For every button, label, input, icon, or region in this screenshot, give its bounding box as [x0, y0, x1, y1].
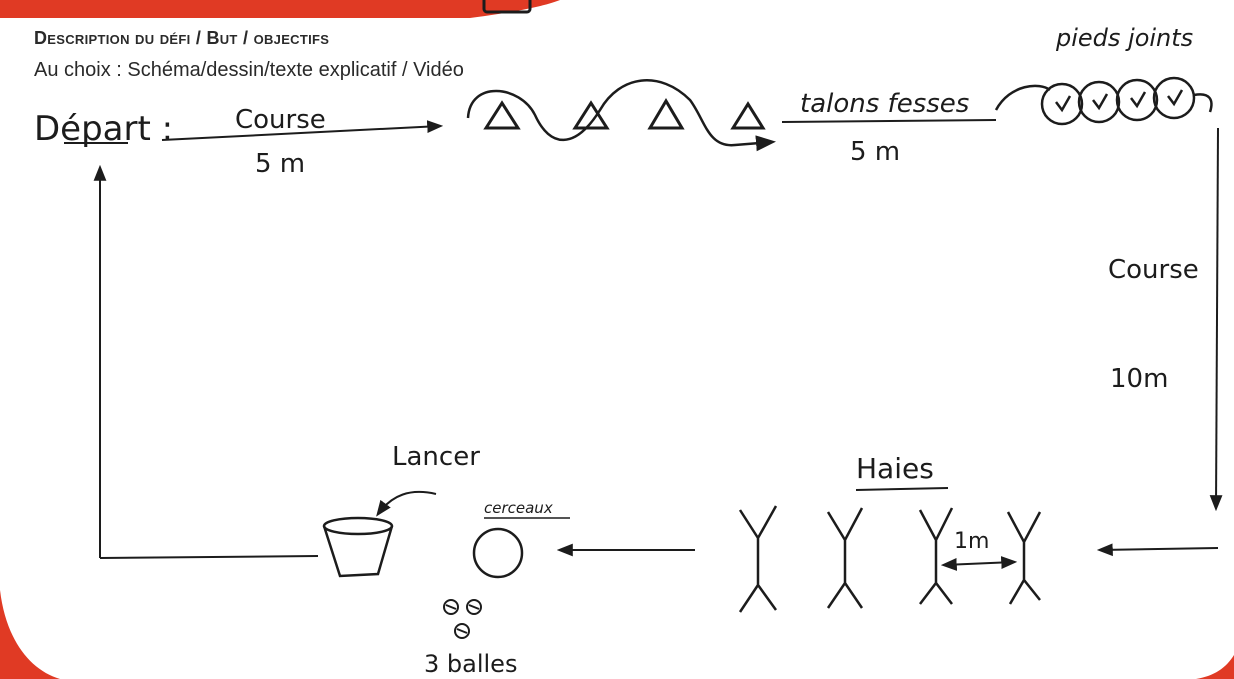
cone-icon [483, 100, 521, 130]
hurdles-underline [855, 487, 949, 491]
ball-icon [454, 623, 470, 639]
ball-icon [466, 599, 482, 615]
jump-hoops [994, 76, 1213, 126]
feet-label: pieds joints [1055, 24, 1193, 52]
slalom-path [466, 79, 776, 152]
footprint-icon [1167, 89, 1184, 107]
footprint-icon [1092, 93, 1109, 111]
run2-label: Course [1108, 255, 1199, 285]
run2-arrow [1209, 127, 1223, 512]
hoop-icon [1115, 78, 1159, 122]
section-subtitle: Au choix : Schéma/dessin/texte explicati… [34, 59, 464, 81]
footprint-icon [1055, 95, 1072, 113]
heels-distance: 5 m [850, 137, 900, 167]
run1-arrow [161, 120, 444, 141]
slalom-cones [483, 98, 766, 130]
run1-label: Course [235, 105, 326, 135]
run2-distance: 10m [1110, 364, 1168, 394]
bottom-frame-left [0, 590, 60, 679]
approach-curve [994, 84, 1051, 111]
exit-curve [1193, 93, 1213, 113]
hoop-icon [472, 527, 524, 579]
hurdle-icon [738, 505, 778, 613]
hurdles [738, 505, 1042, 613]
section-title: Description du défi / But / objectifs [34, 28, 330, 48]
hurdle-gap-arrow [940, 556, 1018, 571]
heels-label: talons fesses [800, 89, 969, 119]
banner-box-icon [482, 0, 532, 14]
balls [443, 599, 482, 639]
balls-label: 3 balles [424, 650, 517, 678]
hoop-icon [1040, 82, 1084, 126]
throw-label: Lancer [392, 442, 480, 472]
hurdle-icon [1006, 511, 1042, 605]
bottom-frame-right [1196, 655, 1234, 679]
hurdle-icon [918, 507, 954, 605]
footprint-icon [1130, 91, 1147, 109]
hoop-icon [1077, 80, 1121, 124]
bottom-return-line [99, 555, 319, 559]
ball-icon [443, 599, 459, 615]
hurdle-gap-label: 1m [954, 529, 989, 554]
throw-arrow [376, 490, 437, 517]
header-banner [0, 0, 560, 18]
hoop-icon [1152, 76, 1196, 120]
cone-icon [647, 98, 685, 130]
cone-icon [730, 101, 766, 130]
heels-line [781, 119, 997, 123]
cone-icon [572, 100, 610, 130]
bucket-icon [322, 516, 394, 578]
hurdles-label: Haies [856, 452, 934, 485]
run1-distance: 5 m [255, 149, 305, 179]
hoops-label: cerceaux [484, 499, 553, 517]
return-arrow [1096, 543, 1219, 557]
hurdle-icon [826, 507, 864, 609]
